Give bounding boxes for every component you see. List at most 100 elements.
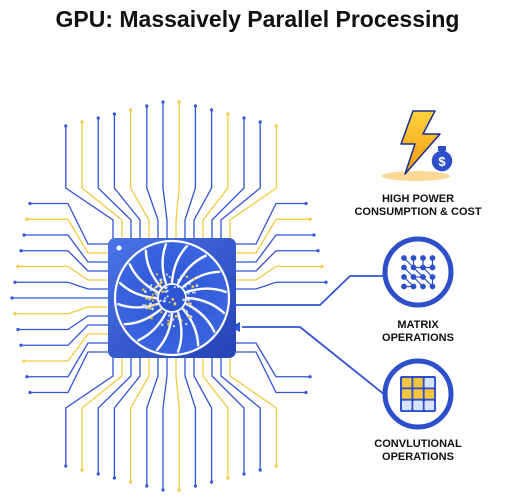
circuit-trace <box>65 125 114 239</box>
circuit-trace <box>65 357 114 467</box>
core-dot <box>168 301 171 304</box>
circuit-trace <box>17 265 109 281</box>
trace-end-dot <box>177 100 181 104</box>
trace-end-dot <box>10 296 14 300</box>
trace-end-dot <box>308 375 312 379</box>
core-dot <box>149 284 153 287</box>
power-cost-icon: $ <box>382 110 454 181</box>
circuit-trace <box>175 357 180 491</box>
core-dot <box>177 317 180 320</box>
circuit-trace <box>220 357 261 471</box>
circuit-trace <box>113 357 141 479</box>
trace-end-dot <box>193 484 197 488</box>
core-dot <box>171 298 175 301</box>
trace-end-dot <box>210 108 214 112</box>
core-dot <box>149 302 152 306</box>
fan-blade <box>176 254 207 285</box>
trace-end-dot <box>16 327 20 332</box>
matrix-node <box>420 274 426 280</box>
trace-end-dot <box>274 464 278 468</box>
circuit-trace <box>184 105 197 239</box>
core-dot <box>187 315 191 319</box>
matrix-icon-badge <box>382 236 454 308</box>
circuit-trace <box>202 113 229 239</box>
puddle-shape <box>382 171 450 181</box>
core-dot <box>177 278 180 281</box>
circuit-trace <box>229 357 278 467</box>
circuit-trace <box>29 351 109 394</box>
core-dot <box>151 299 154 302</box>
core-dot <box>185 322 188 326</box>
trace-end-dot <box>308 217 312 221</box>
matrix-node <box>401 264 407 271</box>
fan-blade <box>176 311 183 353</box>
matrix-node <box>401 274 407 280</box>
fan-blade <box>123 308 162 326</box>
matrix-node <box>410 264 417 271</box>
core-dot <box>173 302 176 305</box>
core-dot <box>195 284 199 288</box>
circuit-trace <box>81 121 123 239</box>
core-dot <box>148 298 151 301</box>
circuit-trace <box>26 342 109 378</box>
core-dot <box>167 314 171 317</box>
trace-end-dot <box>161 100 165 104</box>
core-dot <box>180 319 183 322</box>
feature-label-line: CONVLUTIONAL <box>374 438 462 450</box>
core-dot <box>153 286 156 289</box>
circuit-trace <box>17 315 109 331</box>
circuit-trace <box>175 101 180 239</box>
grid-cell <box>413 378 423 388</box>
core-dot <box>164 290 167 293</box>
gpu-chip <box>108 238 236 358</box>
feature-label-line: MATRIX <box>397 319 439 331</box>
fan-blade <box>137 311 168 342</box>
core-dot <box>177 312 180 315</box>
trace-end-dot <box>13 312 17 316</box>
circuit-trace <box>20 250 109 272</box>
trace-end-dot <box>304 390 308 395</box>
feature-label-line: OPERATIONS <box>382 332 454 344</box>
core-dot <box>156 285 159 288</box>
connector-to-matrix <box>236 275 385 306</box>
circuit-trace <box>162 357 168 491</box>
trace-end-dot <box>226 112 230 116</box>
core-dot <box>143 290 147 294</box>
core-dots <box>142 273 199 329</box>
feature-label-matrix: MATRIX OPERATIONS <box>345 319 491 345</box>
core-dot <box>180 275 183 278</box>
core-dot <box>160 323 164 327</box>
core-dot <box>187 302 190 305</box>
fan-blade <box>155 312 174 352</box>
trace-end-dot <box>25 375 29 379</box>
circuit-trace <box>235 342 311 378</box>
matrix-node <box>429 264 436 271</box>
trace-end-dot <box>242 472 246 476</box>
grid-cell <box>413 389 423 399</box>
trace-end-dot <box>96 472 100 476</box>
grid-cell <box>424 400 435 411</box>
circuit-trace <box>211 357 245 475</box>
core-dot <box>182 298 185 302</box>
matrix-node <box>401 255 407 261</box>
core-dot <box>162 299 166 303</box>
core-dot <box>171 318 175 321</box>
core-dot <box>142 288 145 291</box>
core-dot <box>164 297 167 300</box>
trace-end-dot <box>64 124 68 128</box>
circuit-trace <box>229 125 278 239</box>
grid-cell <box>413 400 423 411</box>
core-dot <box>184 285 187 288</box>
core-dot <box>164 286 167 290</box>
grid-icon <box>400 376 436 412</box>
circuit-trace <box>211 117 245 239</box>
core-dot <box>172 324 176 328</box>
circuit-trace <box>202 357 229 479</box>
matrix-node <box>420 283 426 290</box>
core-dot <box>185 275 189 279</box>
trace-end-dot <box>28 201 32 206</box>
feature-label-line: OPERATIONS <box>382 451 454 463</box>
circuit-trace <box>235 281 327 290</box>
lightning-bolt-icon <box>400 110 441 175</box>
circuit-trace <box>23 234 109 263</box>
